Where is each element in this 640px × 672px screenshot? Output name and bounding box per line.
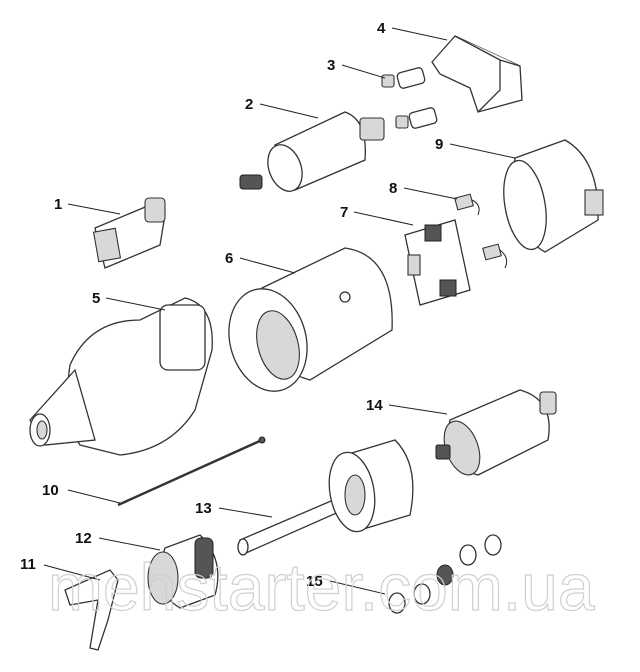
part-6-yoke [228, 247, 393, 392]
part-11-shift-fork [64, 569, 119, 651]
part-14-armature [435, 389, 557, 476]
part-3-contacts [381, 67, 438, 129]
label-2: 2 [245, 96, 253, 113]
label-12: 12 [75, 530, 92, 547]
label-7: 7 [340, 204, 348, 221]
label-5: 5 [92, 290, 100, 307]
part-4-cover [431, 35, 523, 113]
label-15: 15 [306, 573, 323, 590]
part-15-bushings [388, 534, 502, 614]
part-13-shaft-planetary [237, 439, 414, 556]
part-9-end-cover [503, 139, 604, 253]
part-12-pinion [147, 534, 219, 609]
leader-lines [43, 27, 516, 595]
label-14: 14 [366, 397, 383, 414]
label-11: 11 [20, 556, 36, 573]
part-1-relay [92, 197, 166, 269]
part-7-brush-holder [404, 219, 471, 306]
part-5-drive-housing [29, 297, 213, 456]
label-6: 6 [225, 250, 233, 267]
label-13: 13 [195, 500, 212, 517]
label-4: 4 [377, 20, 386, 37]
label-9: 9 [435, 136, 443, 153]
label-8: 8 [389, 180, 397, 197]
label-1: 1 [54, 196, 62, 213]
part-2-solenoid [239, 111, 385, 192]
part-8-brushes [454, 193, 508, 269]
watermark: mehstarter.com.ua [48, 550, 595, 624]
label-10: 10 [42, 482, 59, 499]
part-10-through-bolt [117, 436, 266, 507]
label-3: 3 [327, 57, 335, 74]
